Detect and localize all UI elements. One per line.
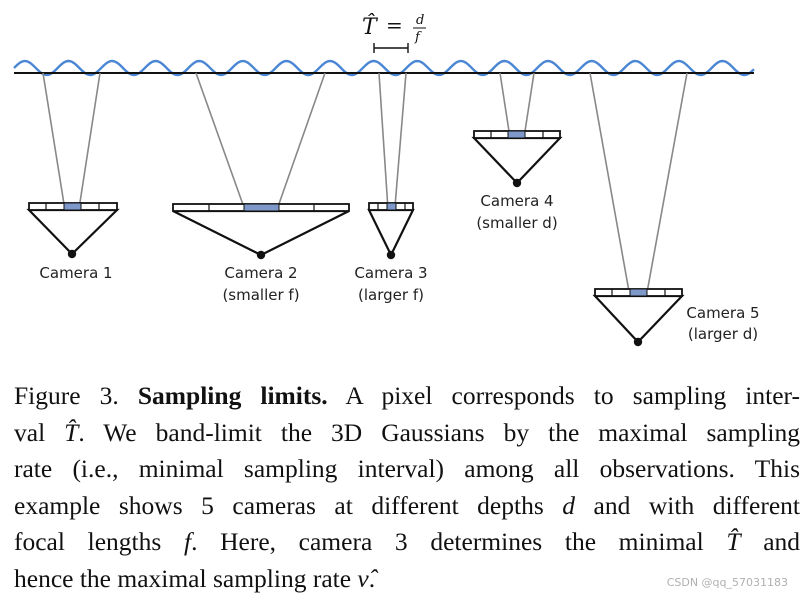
camera-2-note: (smaller f) xyxy=(222,286,299,304)
frac-denominator: f xyxy=(414,30,422,45)
camera-5-frustum xyxy=(592,294,685,344)
camera-4-center xyxy=(512,178,522,188)
camera-2-frustum xyxy=(172,209,350,257)
interval-symbol: T̂ xyxy=(362,14,379,40)
camera-2-pixel xyxy=(243,203,280,212)
caption-line-5: focal lengths f. Here, camera 3 determin… xyxy=(14,527,801,556)
camera-3-center xyxy=(386,250,396,260)
camera-1-label: Camera 1 xyxy=(39,264,112,282)
camera-3: Camera 3 (larger f) xyxy=(354,72,428,304)
camera-1-pixel xyxy=(63,202,82,211)
camera-2: Camera 2 (smaller f) xyxy=(172,72,350,304)
camera-4-label: Camera 4 xyxy=(480,192,553,210)
camera-5-pixel xyxy=(629,288,648,297)
camera-4-pixel xyxy=(507,130,526,139)
caption-line-6: hence the maximal sampling rate ν̂. xyxy=(14,563,376,593)
camera-4-frustum xyxy=(471,136,563,185)
caption-line-4: example shows 5 cameras at different dep… xyxy=(14,490,801,520)
camera-3-frustum xyxy=(367,208,415,258)
diagram-svg: T̂ = d f Camera 1 xyxy=(13,13,760,347)
interval-symbol-inline: T̂ xyxy=(64,417,79,447)
camera-5-note: (larger d) xyxy=(688,325,758,343)
camera-2-center xyxy=(256,250,266,260)
camera-5-label: Camera 5 xyxy=(686,304,759,322)
caption-line-1: Figure 3. Sampling limits. A pixel corre… xyxy=(14,381,800,410)
focal-symbol: f xyxy=(183,527,192,556)
camera-3-note: (larger f) xyxy=(358,286,424,304)
signal-wave xyxy=(13,59,755,77)
caption-title: Sampling limits. xyxy=(137,381,328,410)
camera-3-label: Camera 3 xyxy=(354,264,427,282)
figure-caption: Figure 3. Sampling limits. A pixel corre… xyxy=(14,378,800,597)
camera-5: Camera 5 (larger d) xyxy=(589,72,760,347)
watermark: CSDN @qq_57031183 xyxy=(666,576,788,589)
depth-symbol: d xyxy=(562,490,576,520)
caption-line-2: val T̂. We band-limit the 3D Gaussians b… xyxy=(14,417,801,447)
frac-numerator: d xyxy=(416,13,424,28)
camera-1-center xyxy=(67,249,77,259)
interval-symbol-inline-2: T̂ xyxy=(726,527,741,556)
interval-bracket xyxy=(373,43,409,53)
camera-1-frustum xyxy=(26,208,120,256)
camera-1: Camera 1 xyxy=(26,72,120,282)
figure-label: Figure 3. xyxy=(14,381,119,410)
camera-2-label: Camera 2 xyxy=(224,264,297,282)
sampling-diagram: T̂ = d f Camera 1 xyxy=(13,13,760,347)
camera-5-center xyxy=(633,337,643,347)
camera-3-pixel xyxy=(386,202,397,211)
camera-4: Camera 4 (smaller d) xyxy=(471,72,563,232)
caption-line-3: rate (i.e., minimal sampling interval) a… xyxy=(14,454,800,483)
rate-symbol: ν̂ xyxy=(357,563,369,593)
camera-4-note: (smaller d) xyxy=(476,214,557,232)
equals-sign: = xyxy=(386,13,403,37)
